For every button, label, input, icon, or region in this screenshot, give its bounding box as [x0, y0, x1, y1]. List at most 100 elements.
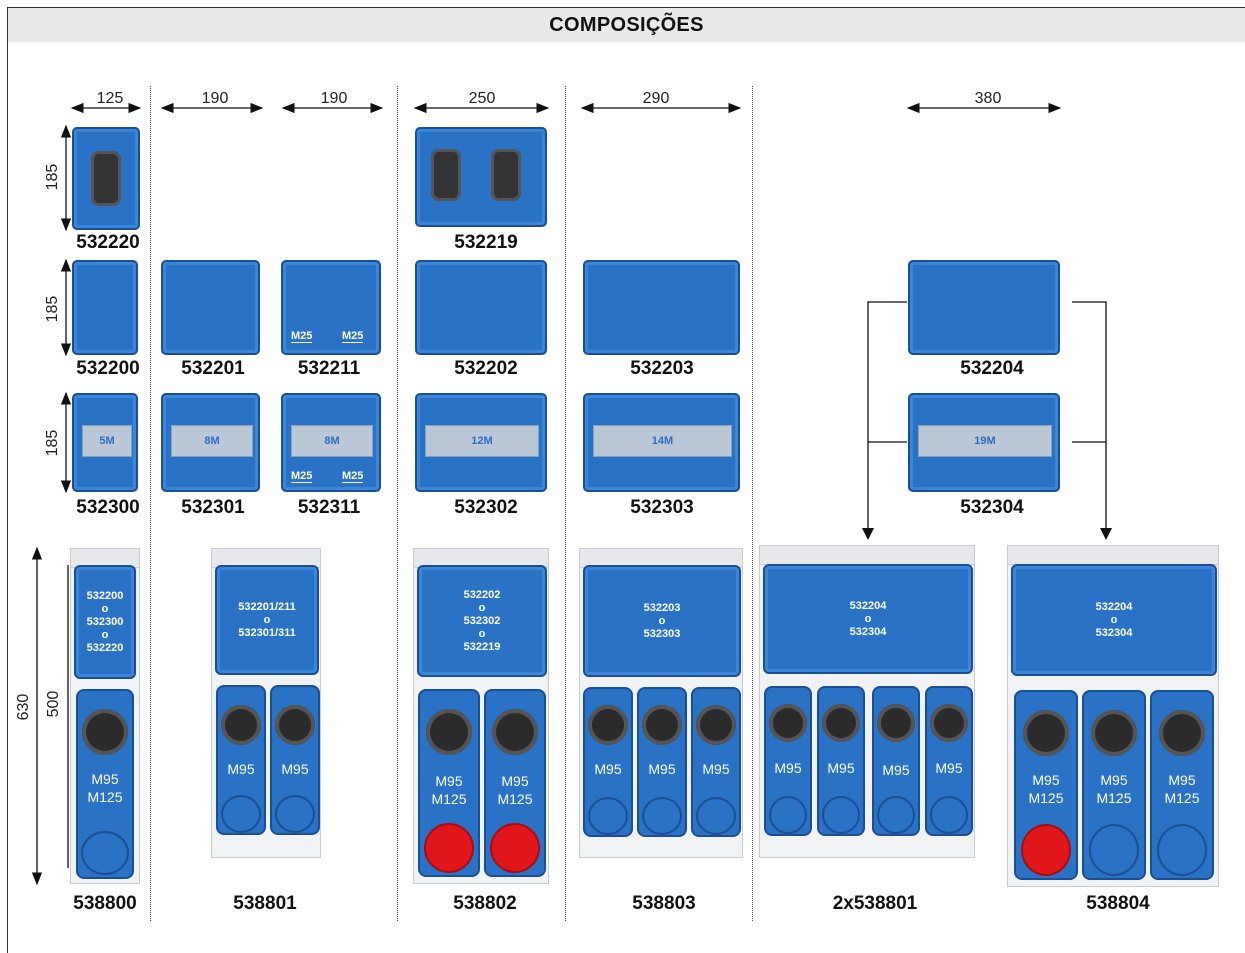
socket-label: M95 [1032, 772, 1060, 788]
socket-face-icon [275, 705, 315, 745]
product-code: 538802 [453, 893, 517, 914]
socket-label: M125 [1096, 790, 1132, 806]
module-window: 14M [593, 425, 732, 457]
gland-label: M25 [342, 470, 364, 483]
assembly-label: 532300 [86, 615, 124, 628]
assembly-label: 532301/311 [238, 626, 296, 639]
socket-unit: M95 [216, 685, 266, 835]
enclosure-532200 [72, 260, 138, 355]
gland-label: M25 [342, 330, 364, 343]
title-bar: COMPOSIÇÕES [8, 8, 1245, 42]
column-separator [565, 86, 566, 921]
dimension-label: 190 [201, 90, 229, 107]
dimension-label: 125 [96, 90, 124, 107]
product-code: 538803 [632, 893, 696, 914]
page-frame [7, 7, 1245, 953]
socket-cap-red-icon [490, 823, 540, 873]
product-code: 532311 [297, 497, 361, 518]
socket-cap-icon [822, 796, 860, 834]
socket-unit: M95 [637, 687, 687, 837]
product-code: 538804 [1086, 893, 1150, 914]
socket-cap-icon [221, 795, 261, 833]
enclosure-532220 [72, 127, 140, 230]
enclosure-532300: 5M [72, 393, 138, 492]
socket-cap-red-icon [424, 823, 474, 873]
column-separator [752, 86, 753, 921]
socket-face-icon [642, 705, 682, 745]
assembly-label: o [263, 613, 271, 626]
socket-label: M95 [91, 771, 119, 787]
socket-cap-icon [642, 797, 682, 835]
socket-label: M95 [774, 760, 802, 776]
dimension-label: 185 [44, 429, 61, 457]
product-code: 538801 [233, 893, 297, 914]
socket-label: M95 [827, 760, 855, 776]
assembly-label: 532220 [86, 641, 124, 654]
plug-icon [491, 149, 521, 201]
product-code: 532304 [960, 497, 1024, 518]
assembly-label: 532304 [849, 625, 887, 638]
enclosure-532219 [415, 127, 547, 227]
column-separator [397, 86, 398, 921]
dimension-label: 250 [468, 90, 496, 107]
assembly-label: 532303 [643, 627, 681, 640]
socket-unit: M95 M125 [1082, 690, 1146, 880]
socket-label: M95 [702, 761, 730, 777]
assembly-label: 532304 [1095, 626, 1133, 639]
assembly-label: o [658, 614, 666, 627]
socket-unit: M95 [817, 686, 865, 836]
socket-cap-icon [81, 831, 129, 875]
product-code: 538800 [73, 893, 137, 914]
dimension-label: 290 [642, 90, 670, 107]
enclosure-532301: 8M [161, 393, 260, 492]
assembly-label: o [478, 627, 486, 640]
mounting-rail [760, 546, 974, 565]
product-code: 532303 [630, 497, 694, 518]
socket-label: M95 [648, 761, 676, 777]
mounting-rail [1008, 546, 1218, 565]
socket-unit: M95 M125 [484, 689, 546, 877]
page-title: COMPOSIÇÕES [549, 14, 704, 36]
socket-face-icon [1159, 710, 1205, 756]
module-window: 12M [425, 425, 539, 457]
product-code: 532300 [76, 497, 140, 518]
socket-label: M125 [497, 791, 533, 807]
socket-face-icon [588, 705, 628, 745]
socket-face-icon [769, 704, 807, 742]
socket-face-icon [221, 705, 261, 745]
dimension-label: 630 [15, 693, 32, 721]
socket-face-icon [1091, 710, 1137, 756]
enclosure-532204 [908, 260, 1060, 355]
socket-cap-icon [588, 797, 628, 835]
socket-label: M95 [594, 761, 622, 777]
gland-label: M25 [291, 470, 313, 483]
assembly-label: o [1110, 613, 1118, 626]
socket-label: M95 [227, 761, 255, 777]
socket-label: M125 [431, 791, 467, 807]
socket-face-icon [930, 704, 968, 742]
assembly-label: o [864, 612, 872, 625]
socket-cap-red-icon [1021, 824, 1071, 876]
socket-label: M125 [87, 789, 123, 805]
socket-cap-icon [696, 797, 736, 835]
product-code: 532200 [76, 358, 140, 379]
assembly-label: 532204 [849, 599, 887, 612]
product-code: 532202 [454, 358, 518, 379]
assembly-label: 532200 [86, 589, 124, 602]
module-window: 8M [171, 425, 253, 457]
assembly-label: 532203 [643, 601, 681, 614]
enclosure-532303: 14M [583, 393, 740, 492]
socket-unit: M95 M125 [418, 689, 480, 877]
plug-icon [431, 149, 461, 201]
assembly-label: 532202 [463, 588, 501, 601]
assembly-label: 532302 [463, 614, 501, 627]
